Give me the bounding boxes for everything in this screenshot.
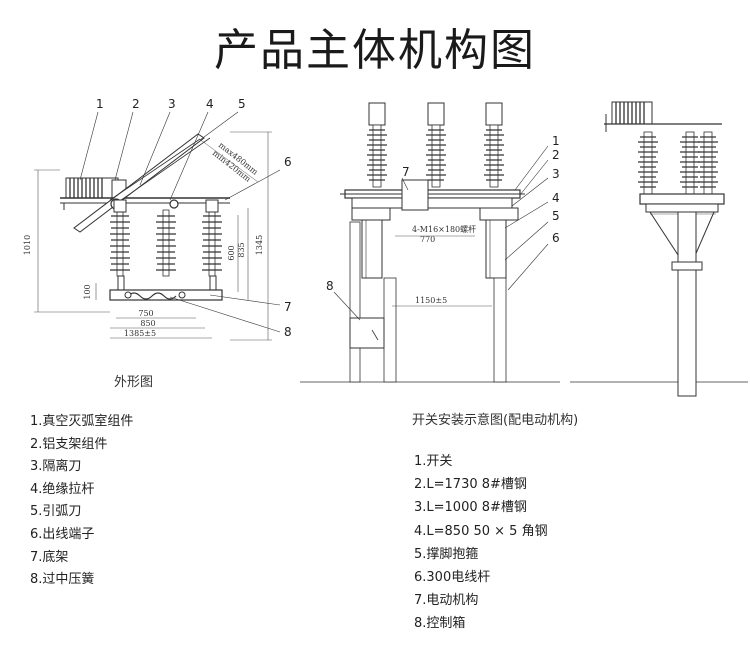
installation-side-view: 750 <box>570 101 748 397</box>
callout-6: 6 <box>284 155 292 169</box>
legend-item: 6.出线端子 <box>30 526 95 542</box>
outline-drawing: 1010 1345 835 600 100 max480mm min420mm … <box>23 97 292 341</box>
dim-750: 750 <box>138 309 153 318</box>
right-figure-caption: 开关安装示意图(配电动机构) <box>412 413 579 428</box>
page-title: 产品主体机构图 <box>214 25 536 76</box>
legend-item: 5.撑脚抱箍 <box>414 546 479 562</box>
callout-2: 2 <box>132 97 140 111</box>
dim-770: 770 <box>420 235 435 244</box>
dim-835: 835 <box>237 242 246 257</box>
front-callout-5: 5 <box>552 209 560 223</box>
callout-8: 8 <box>284 325 292 339</box>
phase-c-insulator <box>483 102 505 188</box>
right-legend: 1.开关 2.L=1730 8#槽钢 3.L=1000 8#槽钢 4.L=850… <box>414 450 548 636</box>
legend-item: 1.真空灭弧室组件 <box>30 414 134 429</box>
left-legend: 1.真空灭弧室组件 2.铝支架组件 3.隔离刀 4.绝缘拉杆 5.引弧刀 6.出… <box>30 411 133 592</box>
dim-850: 850 <box>140 319 155 328</box>
legend-item: 8.控制箱 <box>414 616 466 632</box>
front-callout-2: 2 <box>552 148 560 162</box>
callout-4: 4 <box>206 97 214 111</box>
callout-3: 3 <box>168 97 176 111</box>
legend-item: 4.L=850 50 × 5 角钢 <box>414 523 548 539</box>
callout-5: 5 <box>238 97 246 111</box>
legend-item: 2.L=1730 8#槽钢 <box>414 477 527 493</box>
legend-item: 7.电动机构 <box>414 593 479 609</box>
front-callout-4: 4 <box>552 191 560 205</box>
legend-item: 1.开关 <box>414 454 453 469</box>
callout-7: 7 <box>284 300 292 314</box>
phase-b-insulator <box>425 102 447 188</box>
dim-1345: 1345 <box>255 235 264 255</box>
installation-front-view: 4-M16×180螺杆 770 1150±5 1 2 3 4 5 6 <box>300 102 560 383</box>
dim-1385: 1385±5 <box>124 329 156 338</box>
front-callout-1: 1 <box>552 134 560 148</box>
legend-item: 5.引弧刀 <box>30 504 82 520</box>
dim-600: 600 <box>227 245 236 260</box>
left-figure-caption: 外形图 <box>114 375 154 390</box>
dim-bolt: 4-M16×180螺杆 <box>412 224 476 234</box>
legend-item: 6.300电线杆 <box>414 569 491 585</box>
dim-100: 100 <box>83 284 92 299</box>
dim-1150: 1150±5 <box>415 296 447 305</box>
legend-item: 8.过中压簧 <box>30 572 95 588</box>
legend-item: 3.隔离刀 <box>30 459 82 475</box>
front-callout-8: 8 <box>326 279 334 293</box>
legend-item: 3.L=1000 8#槽钢 <box>414 500 527 516</box>
legend-item: 4.绝缘拉杆 <box>30 481 95 497</box>
legend-item: 2.铝支架组件 <box>30 436 108 452</box>
phase-a-insulator <box>366 102 388 188</box>
front-callout-3: 3 <box>552 167 560 181</box>
legend-item: 7.底架 <box>30 549 69 565</box>
dim-1010: 1010 <box>23 235 32 255</box>
front-callout-6: 6 <box>552 231 560 245</box>
callout-1: 1 <box>96 97 104 111</box>
front-callout-7: 7 <box>402 165 410 179</box>
